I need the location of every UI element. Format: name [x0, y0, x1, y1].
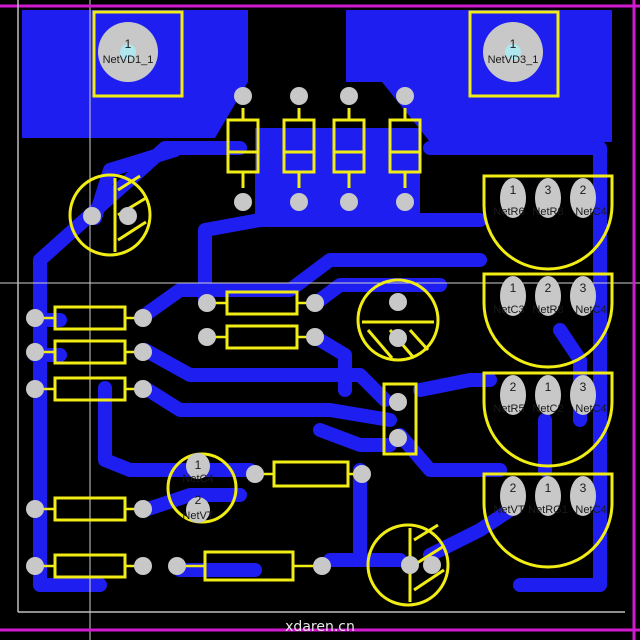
- regulator-2-outline: [482, 272, 614, 369]
- watermark: xdaren.cn: [285, 619, 355, 635]
- regulator-3-outline: [482, 371, 614, 468]
- board-outline: [17, 0, 625, 613]
- regulator-1-outline: [482, 174, 614, 271]
- vd1-outline: [92, 10, 184, 98]
- diode-1: [226, 108, 260, 188]
- silkscreen-layer: [40, 10, 614, 607]
- resistor-r8: [272, 460, 350, 488]
- jumper-outline: [382, 382, 418, 456]
- copper-pour-right: [346, 10, 612, 142]
- regulator-4-outline: [482, 472, 614, 569]
- copper-layer: [22, 10, 612, 218]
- diode-4: [388, 108, 422, 188]
- diode-2: [282, 108, 316, 188]
- pads: [26, 22, 596, 575]
- vd3-outline: [468, 10, 560, 98]
- diode-3: [332, 108, 366, 188]
- cap-large-bottom: [366, 523, 450, 607]
- cap-large-top-left: [68, 173, 152, 257]
- resistor-r2: [225, 324, 299, 350]
